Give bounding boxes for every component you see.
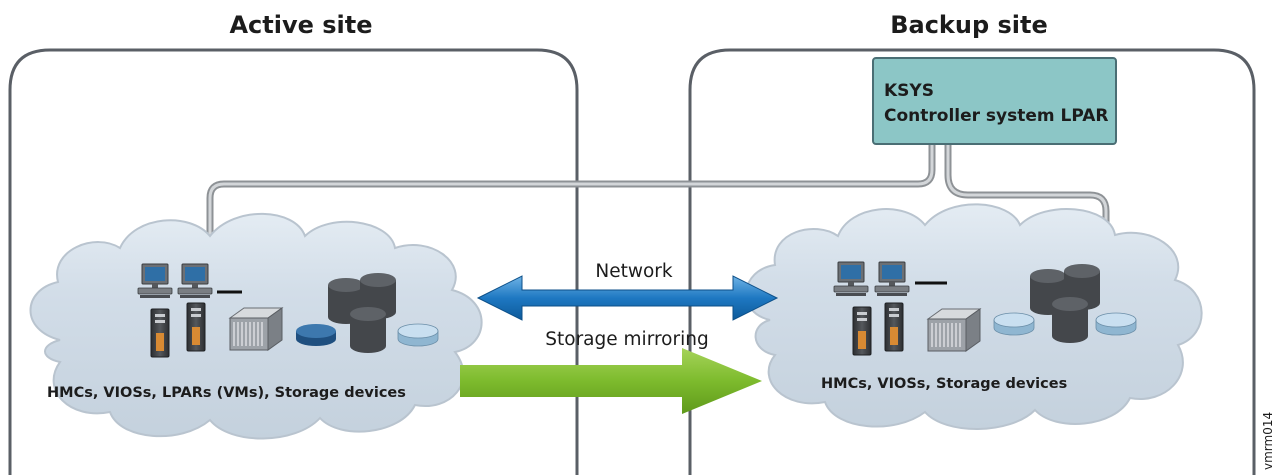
network-label: Network [595,261,673,282]
active-disk-icon-dark [296,324,336,346]
backup-tower-server-icon-1 [852,306,872,356]
active-cloud-label: HMCs, VIOSs, LPARs (VMs), Storage device… [47,385,406,401]
active-site-frame [8,48,579,475]
active-disk-icon-light [397,323,439,347]
backup-site-frame [688,48,1256,475]
active-computer-icon-1 [137,263,173,299]
storage-mirroring-label: Storage mirroring [545,329,708,350]
backup-tower-server-icon-2 [884,302,904,352]
ksys-title: KSYS [884,81,934,101]
backup-storage-cylinder-icon-3 [1052,297,1088,343]
ksys-controller-box: KSYS Controller system LPAR [872,57,1117,145]
active-computer-icon-2 [177,263,213,299]
network-double-arrow [476,275,779,321]
backup-cloud-label: HMCs, VIOSs, Storage devices [821,376,1067,392]
active-tower-server-icon-1 [150,308,170,358]
ksys-subtitle: Controller system LPAR [884,106,1109,126]
storage-mirroring-arrow [460,348,762,414]
backup-rack-enclosure-icon [927,308,981,352]
active-rack-enclosure-icon [229,307,283,351]
backup-disk-icon-2 [1095,312,1137,336]
figure-id: vmrm014 [1261,412,1275,470]
active-storage-cylinder-icon-3 [350,307,386,353]
backup-disk-icon-1 [993,312,1035,336]
active-tower-server-icon-2 [186,302,206,352]
active-site-title: Active site [229,11,372,39]
backup-computer-icon-1 [833,261,869,297]
backup-site-title: Backup site [890,11,1048,39]
backup-computer-icon-2 [874,261,910,297]
